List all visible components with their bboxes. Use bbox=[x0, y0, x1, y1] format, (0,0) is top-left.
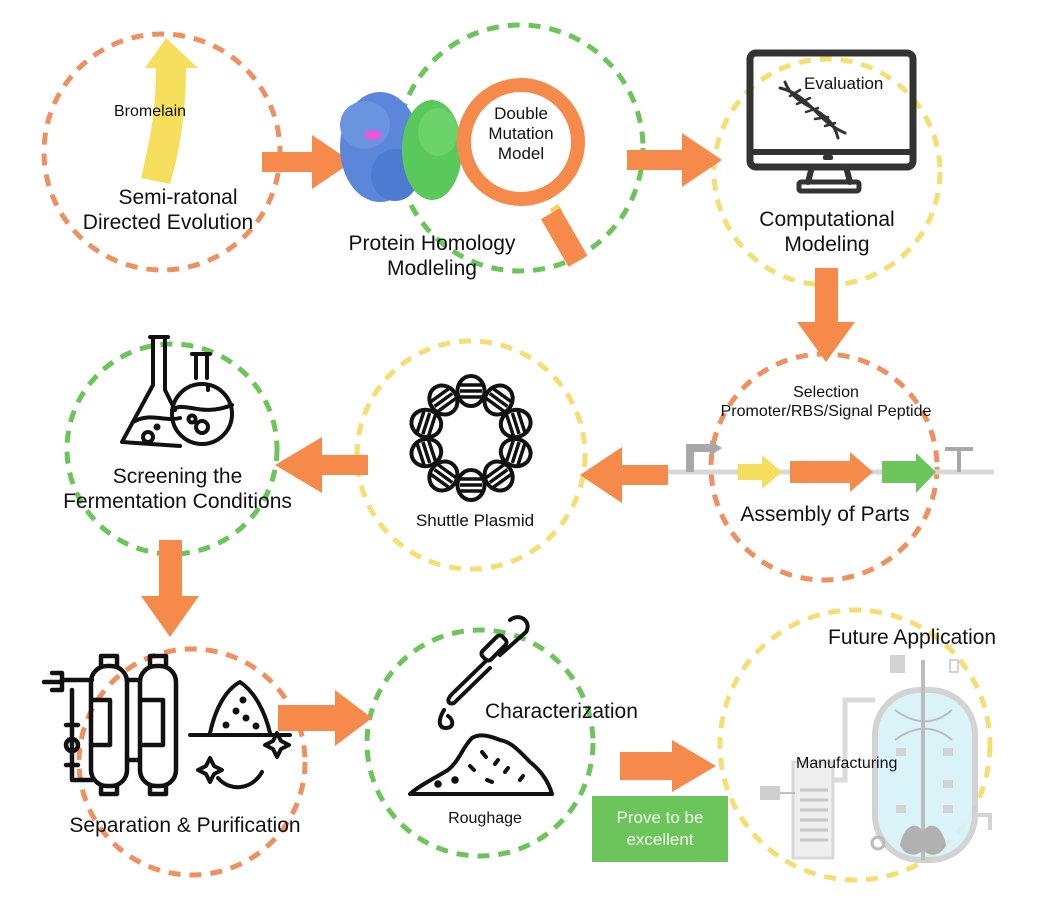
bioreactor-icon bbox=[760, 655, 992, 863]
flow-arrow-3 bbox=[797, 268, 855, 362]
assembly-title: Assembly of Parts bbox=[740, 503, 910, 526]
flow-arrow-7 bbox=[278, 690, 372, 746]
ring-separation bbox=[76, 646, 308, 878]
shuttle-plasmid-title: Shuttle Plasmid bbox=[415, 511, 535, 530]
flow-arrow-5 bbox=[275, 437, 368, 493]
protein-homology-line2: Modleling bbox=[387, 256, 477, 280]
dropper-powder-icon bbox=[408, 615, 554, 796]
double-mutation-model-label: Double Mutation Model bbox=[471, 104, 571, 164]
magnifier-icon bbox=[457, 78, 588, 267]
badge-line2: excellent bbox=[626, 830, 694, 849]
computational-line1: Computational bbox=[759, 208, 895, 231]
screening-line1: Screening the bbox=[112, 465, 243, 488]
plasmid-bead bbox=[409, 436, 444, 469]
future-application-title: Future Application bbox=[828, 626, 997, 649]
powder-sparkle-icon bbox=[188, 680, 292, 789]
selection-label: Selection Promoter/RBS/Signal Peptide bbox=[695, 384, 957, 422]
protein-homology-title: Protein Homology Modleling bbox=[332, 232, 532, 282]
flasks-icon bbox=[120, 335, 234, 448]
ring-screening bbox=[64, 341, 280, 557]
plasmid-bead bbox=[498, 407, 533, 440]
double-mutation-line2: Mutation bbox=[488, 124, 554, 144]
plasmid-icon bbox=[409, 374, 533, 502]
selection-line1: Selection bbox=[793, 384, 859, 401]
flow-arrow-8 bbox=[620, 740, 716, 792]
screening-title: Screening the Fermentation Conditions bbox=[40, 465, 315, 515]
computational-title: Computational Modeling bbox=[737, 208, 917, 258]
badge-line1: Prove to be bbox=[616, 807, 704, 827]
flow-arrow-2 bbox=[627, 133, 722, 187]
yellow-curved-arrow-icon bbox=[141, 38, 198, 184]
plasmid-bead bbox=[482, 383, 515, 417]
monitor-dna-icon bbox=[746, 49, 917, 194]
plasmid-bead bbox=[498, 436, 533, 469]
ring-future bbox=[717, 607, 993, 883]
flow-arrow-4 bbox=[580, 447, 668, 503]
semi-rational-title-line1: Semi-ratonal bbox=[118, 186, 238, 209]
flow-arrow-1 bbox=[262, 135, 352, 189]
genetic-circuit-icon bbox=[668, 440, 994, 493]
plasmid-bead bbox=[455, 468, 487, 502]
protein-structure-icon bbox=[340, 92, 462, 202]
plasmid-bead bbox=[455, 374, 487, 408]
semi-rational-title: Semi-ratonal Directed Evolution bbox=[78, 186, 278, 236]
double-mutation-line1: Double bbox=[494, 104, 548, 123]
evaluation-label: Evaluation bbox=[804, 74, 884, 93]
part-signal-arrow bbox=[882, 453, 936, 493]
computational-line2: Modeling bbox=[784, 232, 870, 256]
ring-characterization bbox=[364, 627, 596, 859]
screening-line2: Fermentation Conditions bbox=[63, 489, 292, 513]
flow-arrow-6 bbox=[141, 540, 199, 637]
prove-excellent-badge: Prove to be excellent bbox=[592, 796, 728, 862]
plasmid-bead bbox=[482, 459, 515, 493]
characterization-title: Characterization bbox=[485, 700, 638, 723]
plasmid-bead bbox=[427, 383, 460, 417]
part-rbs-arrow bbox=[738, 455, 782, 489]
double-mutation-line3: Model bbox=[497, 144, 545, 164]
bromelain-label: Bromelain bbox=[114, 103, 187, 120]
semi-rational-title-line2: Directed Evolution bbox=[82, 210, 254, 234]
purification-columns-icon bbox=[41, 653, 179, 797]
part-cds-arrow bbox=[790, 452, 873, 492]
plasmid-bead bbox=[427, 459, 460, 493]
separation-title: Separation & Purification bbox=[69, 814, 301, 837]
plasmid-bead bbox=[409, 407, 444, 440]
protein-homology-line1: Protein Homology bbox=[348, 232, 516, 255]
manufacturing-label: Manufacturing bbox=[796, 755, 898, 772]
selection-line2: Promoter/RBS/Signal Peptide bbox=[720, 402, 932, 420]
roughage-label: Roughage bbox=[448, 810, 522, 827]
